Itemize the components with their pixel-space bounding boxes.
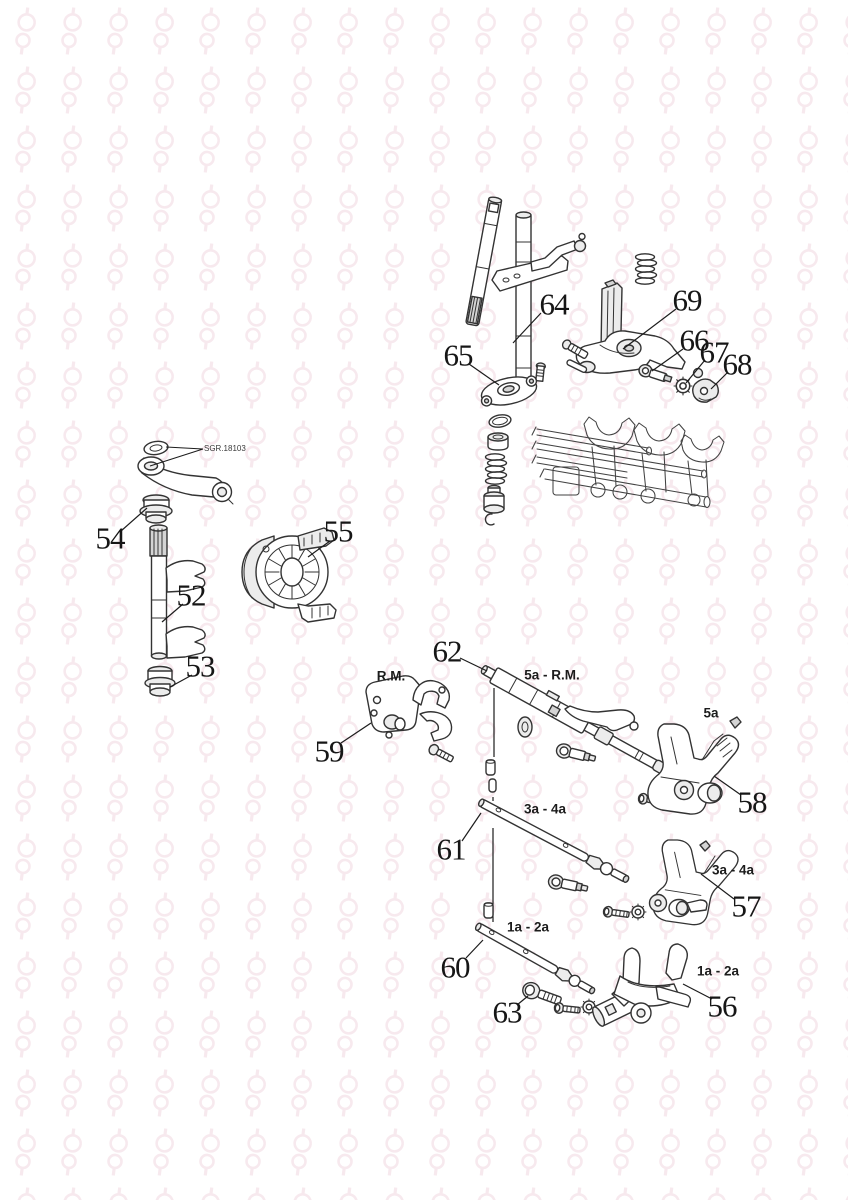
leader-59	[340, 722, 372, 744]
part-65-flange-drawing	[480, 375, 538, 407]
bolt-and-pin-near-69	[561, 339, 589, 373]
callout-57: 57	[731, 888, 762, 924]
callout-69: 69	[672, 282, 703, 318]
callout-64: 64	[539, 286, 570, 322]
roll-pins-and-alignment-lines	[483, 688, 497, 922]
callout-67: 67	[699, 334, 730, 370]
part-66-pin-drawing	[638, 363, 673, 383]
callout-61: 61	[436, 831, 467, 867]
callout-59: 59	[314, 733, 345, 769]
part-59-rm-fork-drawing	[365, 675, 454, 763]
part-61-rod-drawing	[477, 798, 630, 883]
part-64-upper-shaft-drawing	[465, 196, 503, 327]
callout-68: 68	[722, 346, 753, 382]
callout-56: 56	[707, 988, 738, 1024]
part-56-fork-drawing	[592, 943, 692, 1027]
leader-65	[468, 363, 500, 386]
part-53-bushing-drawing	[144, 665, 176, 697]
callout-54: 54	[95, 520, 126, 556]
leader-66	[651, 348, 684, 372]
part-62-rod-drawing	[480, 665, 671, 776]
callout-63: 63	[492, 994, 523, 1030]
leader-63	[516, 995, 529, 1006]
callout-53: 53	[185, 648, 216, 684]
leader-55	[307, 540, 331, 558]
sgr-note-label: SGR.18103	[204, 444, 246, 453]
leader-sgr-note	[149, 446, 204, 467]
label-3a-4a-rod: 3a - 4a	[523, 801, 567, 817]
callout-62: 62	[432, 633, 463, 669]
part-54-bushing-drawing	[139, 494, 173, 524]
label-5a: 5a	[703, 705, 719, 721]
part-63-bolt-drawing	[522, 981, 562, 1006]
label-5a-rm: 5a - R.M.	[524, 667, 580, 683]
leader-69	[622, 308, 677, 350]
leader-52	[161, 603, 184, 623]
leader-68	[710, 371, 729, 390]
part-58-fork-drawing	[647, 716, 742, 815]
label-3a-4a-fork: 3a - 4a	[711, 862, 755, 878]
assembly-reference-drawing	[531, 416, 725, 509]
part-69-selector-drawing	[575, 279, 704, 379]
leader-54	[120, 507, 148, 532]
callout-55: 55	[323, 513, 354, 549]
leader-lines	[120, 308, 742, 1006]
callout-65: 65	[443, 337, 474, 373]
part-57-fork-drawing	[648, 839, 739, 926]
leader-62	[459, 657, 488, 672]
part-68-bracket-drawing	[692, 378, 719, 403]
leader-67	[685, 359, 706, 384]
label-1a-2a-fork: 1a - 2a	[696, 963, 740, 979]
part-64-shaft-drawing	[491, 211, 587, 397]
spring-above-69	[634, 253, 658, 285]
sgr-washer-drawing	[143, 440, 169, 456]
label-1a-2a-rod: 1a - 2a	[506, 919, 550, 935]
leader-61	[461, 812, 482, 842]
callout-52: 52	[176, 577, 207, 613]
callout-60: 60	[440, 949, 471, 985]
leader-53	[169, 674, 193, 688]
leader-60	[465, 939, 484, 959]
part-55-drum-drawing	[241, 527, 337, 623]
part-60-rod-drawing	[474, 922, 596, 995]
part-52-shaft-drawing	[149, 524, 206, 660]
callout-58: 58	[737, 784, 768, 820]
label-rm: R.M.	[376, 668, 406, 684]
leader-57	[700, 873, 735, 900]
small-bolt-near-flange	[535, 362, 547, 383]
callout-66: 66	[679, 322, 710, 358]
leader-58	[713, 775, 742, 796]
leader-64	[512, 312, 542, 344]
leader-56	[682, 983, 713, 1000]
oring-bushing-spring-plug-stack	[483, 414, 512, 526]
